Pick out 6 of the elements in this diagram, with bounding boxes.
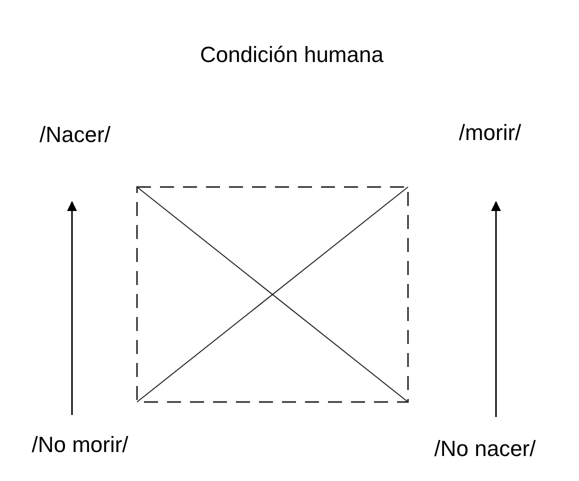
term-label: /morir/ [440, 120, 540, 202]
term-label: /No morir/ [15, 415, 145, 458]
term-label: /No nacer/ [410, 417, 560, 462]
arrow [491, 201, 501, 417]
term-label: /Nacer/ [20, 122, 130, 202]
arrow [67, 201, 77, 415]
